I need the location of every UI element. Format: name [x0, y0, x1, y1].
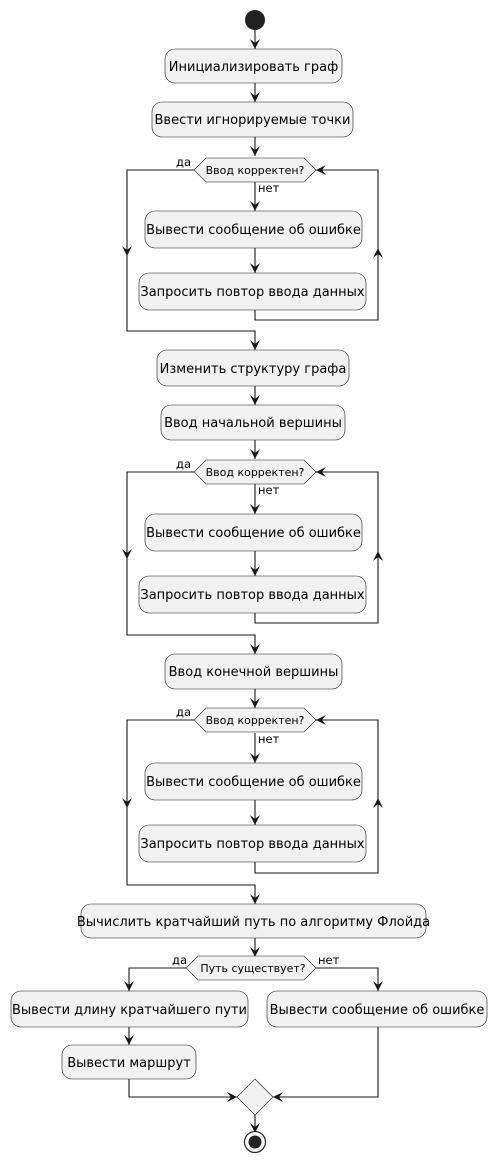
- action-label: Запросить повтор ввода данных: [140, 837, 365, 852]
- action-output-route: Вывести маршрут: [61, 1044, 197, 1080]
- decision-check-3: Ввод корректен?: [193, 707, 317, 733]
- decision-label: Путь существует?: [200, 962, 305, 975]
- action-input-ignored: Ввести игнорируемые точки: [151, 101, 354, 138]
- decision-path-exists: Путь существует?: [185, 955, 317, 981]
- action-retry-1: Запросить повтор ввода данных: [138, 272, 367, 311]
- decision-label: Ввод корректен?: [206, 714, 305, 727]
- branch-label-no: нет: [258, 732, 280, 746]
- action-label: Вывести сообщение об ошибке: [146, 526, 361, 541]
- action-label: Ввести игнорируемые точки: [155, 113, 351, 128]
- branch-label-yes: да: [176, 155, 191, 169]
- end-node: [243, 1130, 267, 1154]
- action-retry-3: Запросить повтор ввода данных: [138, 824, 367, 863]
- action-label: Инициализировать граф: [169, 60, 338, 75]
- branch-label-no: нет: [258, 483, 280, 497]
- action-label: Вывести длину кратчайшего пути: [12, 1003, 247, 1018]
- branch-label-yes: да: [176, 457, 191, 471]
- action-input-start: Ввод начальной вершины: [160, 404, 346, 441]
- decision-label: Ввод корректен?: [206, 466, 305, 479]
- action-error-2: Вывести сообщение об ошибке: [144, 513, 363, 552]
- action-label: Запросить повтор ввода данных: [140, 285, 365, 300]
- action-label: Изменить структуру графа: [160, 362, 347, 377]
- action-label: Вывести сообщение об ошибке: [146, 775, 361, 790]
- action-label: Ввод конечной вершины: [169, 665, 339, 680]
- action-error-1: Вывести сообщение об ошибке: [144, 210, 363, 249]
- start-node: [245, 10, 265, 30]
- action-init-graph: Инициализировать граф: [164, 48, 343, 84]
- decision-check-1: Ввод корректен?: [193, 157, 317, 183]
- action-label: Вывести сообщение об ошибке: [146, 223, 361, 238]
- branch-label-no: нет: [258, 181, 280, 195]
- branch-label-yes: да: [176, 705, 191, 719]
- action-input-end: Ввод конечной вершины: [164, 653, 343, 690]
- action-label: Запросить повтор ввода данных: [140, 588, 365, 603]
- decision-label: Ввод корректен?: [206, 164, 305, 177]
- branch-label-yes: да: [172, 953, 187, 967]
- action-label: Вычислить кратчайший путь по алгоритму Ф…: [77, 915, 430, 930]
- action-label: Вывести сообщение об ошибке: [270, 1003, 485, 1018]
- action-label: Вывести маршрут: [67, 1056, 191, 1071]
- action-compute: Вычислить кратчайший путь по алгоритму Ф…: [77, 903, 430, 939]
- branch-label-no: нет: [318, 953, 340, 967]
- action-label: Ввод начальной вершины: [164, 416, 342, 431]
- connectors: [126, 30, 379, 1133]
- decision-check-2: Ввод корректен?: [193, 459, 317, 485]
- action-change-structure: Изменить структуру графа: [156, 349, 350, 387]
- action-retry-2: Запросить повтор ввода данных: [138, 575, 367, 614]
- action-error-final: Вывести сообщение об ошибке: [266, 990, 488, 1028]
- action-error-3: Вывести сообщение об ошибке: [144, 762, 363, 801]
- action-output-length: Вывести длину кратчайшего пути: [10, 990, 249, 1028]
- merge-node: [236, 1078, 274, 1116]
